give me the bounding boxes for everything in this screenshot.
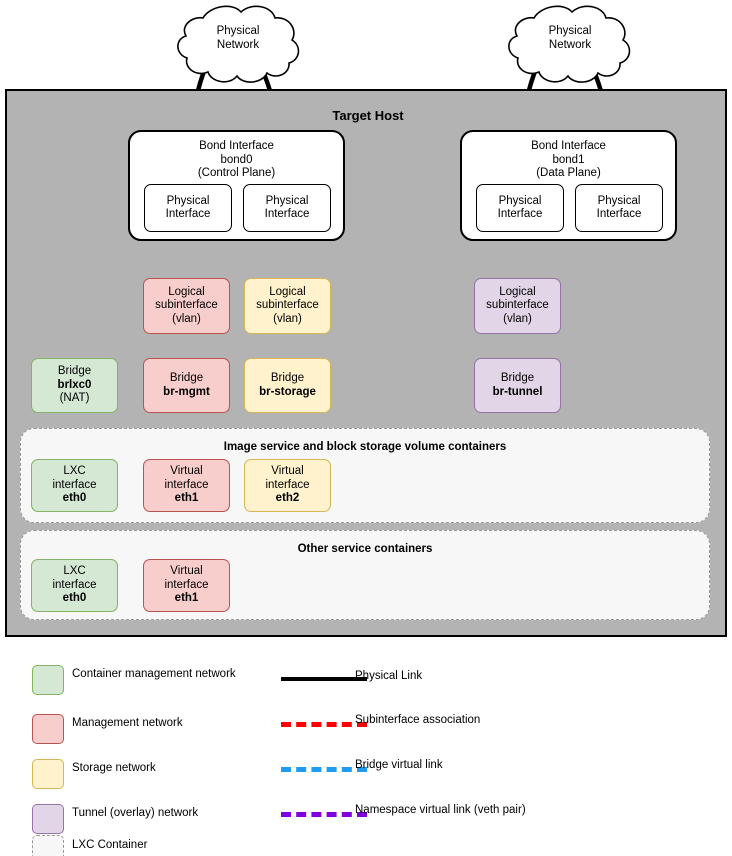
cloud-right-label: Physical Network (520, 25, 620, 52)
legend-label-bridge-virtual-link: Bridge virtual link (355, 759, 443, 771)
cloud-right-line2: Network (548, 38, 592, 51)
ctr-if-line2: interface (52, 478, 97, 491)
phys-if-line1: Physical (498, 194, 542, 207)
phys-if-line2: Interface (497, 208, 543, 220)
legend-label-container-management: Container management network (72, 668, 236, 680)
bond-group-bond1: Bond Interface bond1 (Data Plane) Physic… (460, 130, 677, 241)
ctr-if-name: eth1 (174, 592, 199, 605)
subif-line2: subinterface (155, 299, 218, 312)
legend-swatch-tunnel (32, 804, 64, 834)
logical-subinterface-storage: Logical subinterface (vlan) (244, 278, 331, 334)
legend-label-management: Management network (72, 717, 183, 729)
bond0-role: (Control Plane) (197, 167, 276, 179)
bridge-brlxc0: Bridge brlxc0 (NAT) (31, 358, 118, 413)
ctr-if-line1: Virtual (170, 565, 203, 578)
cloud-right-line1: Physical (548, 25, 592, 37)
bond0-name: bond0 (220, 153, 253, 166)
legend-line-bridge-virtual-link (281, 767, 367, 772)
ctr-if-name: eth2 (275, 492, 300, 505)
legend-swatch-management (32, 714, 64, 744)
subif-line1: Logical (168, 285, 205, 298)
container-group-image-storage: Image service and block storage volume c… (20, 428, 710, 523)
bridge-label: Bridge (169, 372, 204, 384)
legend: Container management network Management … (0, 645, 732, 856)
logical-subinterface-mgmt: Logical subinterface (vlan) (143, 278, 230, 334)
container-interface-img-eth2: Virtual interface eth2 (244, 459, 331, 512)
bond1-physical-interface-2: Physical Interface (575, 184, 663, 232)
target-host-title: Target Host (332, 108, 404, 123)
container-interface-img-eth0: LXC interface eth0 (31, 459, 118, 512)
ctr-if-line2: interface (164, 578, 209, 591)
ctr-if-line1: LXC (63, 565, 86, 578)
phys-if-line2: Interface (165, 208, 211, 220)
ctr-if-line2: interface (52, 578, 97, 591)
bridge-extra: (NAT) (59, 392, 90, 405)
legend-label-lxc-container: LXC Container (72, 839, 148, 851)
subif-line3: (vlan) (273, 312, 302, 325)
legend-line-physical-link (281, 677, 367, 681)
container-interface-oth-eth0: LXC interface eth0 (31, 559, 118, 612)
legend-label-tunnel: Tunnel (overlay) network (72, 807, 199, 819)
legend-line-namespace-virtual-link (281, 812, 367, 817)
bond1-name: bond1 (552, 153, 585, 166)
ctr-if-line1: Virtual (170, 465, 203, 478)
bridge-br-storage: Bridge br-storage (244, 358, 331, 413)
subif-line3: (vlan) (172, 312, 201, 325)
bridge-br-mgmt: Bridge br-mgmt (143, 358, 230, 413)
subif-line3: (vlan) (503, 312, 532, 325)
cloud-left-line2: Network (216, 38, 260, 51)
subif-line1: Logical (499, 285, 536, 298)
container-group-other-title: Other service containers (297, 543, 433, 555)
phys-if-line2: Interface (596, 208, 642, 220)
bridge-label: Bridge (270, 372, 305, 384)
ctr-if-line1: LXC (63, 465, 86, 478)
container-interface-oth-eth1: Virtual interface eth1 (143, 559, 230, 612)
bond1-role: (Data Plane) (536, 167, 601, 179)
bridge-label: Bridge (500, 372, 535, 384)
phys-if-line1: Physical (265, 194, 309, 207)
cloud-left-label: Physical Network (188, 25, 288, 52)
bond-group-bond0: Bond Interface bond0 (Control Plane) Phy… (128, 130, 345, 241)
container-interface-img-eth1: Virtual interface eth1 (143, 459, 230, 512)
bond0-physical-interface-2: Physical Interface (243, 184, 331, 232)
subif-line2: subinterface (256, 299, 319, 312)
ctr-if-line1: Virtual (271, 465, 304, 478)
bond1-titles: Bond Interface bond1 (Data Plane) (462, 140, 675, 181)
bridge-br-tunnel: Bridge br-tunnel (474, 358, 561, 413)
legend-swatch-container-management (32, 665, 64, 695)
legend-label-subinterface-association: Subinterface association (355, 714, 481, 726)
bridge-name: brlxc0 (57, 378, 92, 391)
subif-line1: Logical (269, 285, 306, 298)
legend-label-physical-link: Physical Link (355, 670, 423, 682)
ctr-if-line2: interface (164, 478, 209, 491)
legend-line-subinterface-association (281, 722, 367, 727)
bridge-label: Bridge (57, 365, 92, 378)
ctr-if-name: eth0 (62, 492, 87, 505)
subif-line2: subinterface (486, 299, 549, 312)
logical-subinterface-tunnel: Logical subinterface (vlan) (474, 278, 561, 334)
bond1-title: Bond Interface (531, 140, 606, 152)
ctr-if-name: eth0 (62, 592, 87, 605)
cloud-left-line1: Physical (216, 25, 260, 37)
legend-swatch-lxc-container (32, 835, 64, 856)
bond1-physical-interface-1: Physical Interface (476, 184, 564, 232)
legend-label-storage: Storage network (72, 762, 156, 774)
ctr-if-name: eth1 (174, 492, 199, 505)
bridge-name: br-mgmt (163, 385, 210, 398)
legend-label-namespace-virtual-link: Namespace virtual link (veth pair) (355, 804, 526, 816)
phys-if-line2: Interface (264, 208, 310, 220)
phys-if-line1: Physical (166, 194, 210, 207)
bond0-titles: Bond Interface bond0 (Control Plane) (130, 140, 343, 181)
phys-if-line1: Physical (597, 194, 641, 207)
bond0-title: Bond Interface (199, 140, 274, 152)
bond0-physical-interface-1: Physical Interface (144, 184, 232, 232)
legend-swatch-storage (32, 759, 64, 789)
container-group-image-storage-title: Image service and block storage volume c… (223, 441, 507, 453)
bridge-name: br-storage (259, 385, 316, 398)
ctr-if-line2: interface (265, 478, 310, 491)
bridge-name: br-tunnel (492, 385, 543, 398)
container-group-other: Other service containers (20, 530, 710, 620)
